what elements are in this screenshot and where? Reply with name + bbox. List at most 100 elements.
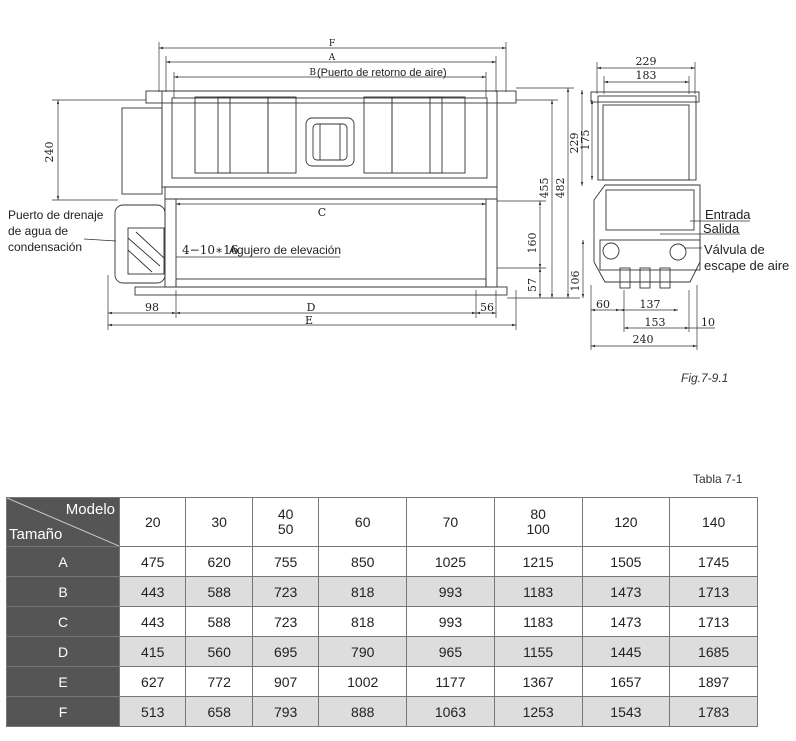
table-cell: 1253 (493, 696, 583, 727)
table-caption: Tabla 7-1 (693, 472, 743, 486)
table-cell: 723 (251, 576, 320, 607)
table-cell: 620 (185, 546, 253, 577)
corner-label-model: Modelo (65, 501, 115, 518)
model-header-line2: 100 (526, 521, 550, 537)
table-cell: 793 (251, 696, 320, 727)
dim-C-label: C (318, 206, 326, 219)
table-cell: 1025 (406, 546, 495, 577)
return-frame (171, 97, 488, 179)
table-cell: 1473 (581, 606, 671, 637)
drain-box (114, 204, 166, 284)
side-dim-106: 106 (569, 271, 582, 292)
table-cell: 1473 (581, 576, 671, 607)
dim-D-label: D (307, 301, 316, 314)
outlet-label: Salida (703, 221, 740, 236)
model-header-line1: 70 (442, 513, 459, 530)
technical-drawing: F A B (Puerto de retorno de aire) C D E … (8, 39, 789, 350)
model-header: 140 (669, 497, 758, 547)
table-cell: 818 (318, 606, 408, 637)
dim-482-label: 482 (554, 178, 567, 199)
table-cell: 723 (251, 606, 320, 637)
table-cell: 1543 (581, 696, 671, 727)
model-header-line1: 80 (530, 506, 546, 522)
valve-label-2: escape de aire (704, 258, 789, 273)
drain-label-3: condensación (8, 240, 82, 254)
fan-motor (305, 117, 355, 167)
table-cell: 907 (251, 666, 320, 697)
model-header-line1: 30 (211, 513, 227, 530)
row-label: B (6, 576, 120, 607)
table-cell: 790 (318, 636, 408, 667)
table-cell: 560 (185, 636, 253, 667)
side-dim-153: 153 (645, 316, 666, 329)
side-dim-175: 175 (579, 130, 592, 151)
table-cell: 1155 (493, 636, 583, 667)
table-cell: 818 (318, 576, 408, 607)
lifting-code-label: 4−10∗16 (182, 243, 238, 257)
table-cell: 1215 (493, 546, 583, 577)
model-header: 20 (118, 497, 187, 547)
model-header-line1: 60 (354, 513, 371, 530)
side-dim-137: 137 (640, 298, 661, 311)
model-header-line1: 140 (701, 513, 726, 530)
dim-455-label: 455 (538, 178, 551, 199)
table-cell: 1783 (669, 696, 758, 727)
lifting-hole-label: Agujero de elevación (229, 243, 341, 257)
model-header-line1: 120 (614, 513, 638, 530)
table-cell: 513 (118, 696, 187, 727)
table-cell: 1685 (669, 636, 758, 667)
table-cell: 755 (251, 546, 320, 577)
table-cell: 1367 (493, 666, 583, 697)
dim-A-label: A (328, 53, 336, 63)
valve-label-1: Válvula de (704, 242, 765, 257)
table-cell: 1713 (669, 606, 758, 637)
table-cell: 965 (406, 636, 495, 667)
table-cell: 772 (185, 666, 253, 697)
model-header-line1: 40 (277, 506, 294, 522)
table-cell: 475 (118, 546, 187, 577)
table-cell: 850 (318, 546, 408, 577)
dim-57-label: 57 (526, 278, 539, 292)
side-dim-60: 60 (596, 298, 610, 311)
dim-160-label: 160 (526, 233, 539, 254)
dim-F-label: F (329, 39, 335, 49)
dim-98-label: 98 (145, 301, 159, 314)
figure-caption: Fig.7-9.1 (681, 371, 729, 385)
table-cell: 415 (118, 636, 187, 667)
side-view-lower (593, 184, 701, 283)
dim-56-label: 56 (480, 301, 494, 314)
row-label: D (6, 636, 120, 667)
side-dim-183: 183 (636, 69, 657, 82)
table-cell: 627 (118, 666, 187, 697)
table-cell: 1445 (581, 636, 671, 667)
table-cell: 695 (251, 636, 320, 667)
row-label: A (6, 546, 120, 577)
side-dim-229-vertical: 229 (568, 133, 581, 154)
model-header: 60 (318, 497, 408, 547)
corner-label-size: Tamaño (9, 526, 63, 543)
unit-body-lower (164, 186, 498, 288)
row-label: F (6, 696, 120, 727)
table-cell: 993 (406, 576, 495, 607)
model-header-line2: 50 (277, 521, 294, 537)
table-corner-cell: Modelo Tamaño (6, 497, 120, 547)
dim-B-label: B (309, 68, 316, 78)
model-header: 30 (185, 497, 253, 547)
table-cell: 1713 (669, 576, 758, 607)
model-header: 70 (406, 497, 495, 547)
table-cell: 588 (185, 606, 253, 637)
table-cell: 1002 (318, 666, 408, 697)
model-header-line1: 20 (144, 513, 161, 530)
corner-diagonal (7, 498, 119, 546)
row-label: C (6, 606, 120, 637)
